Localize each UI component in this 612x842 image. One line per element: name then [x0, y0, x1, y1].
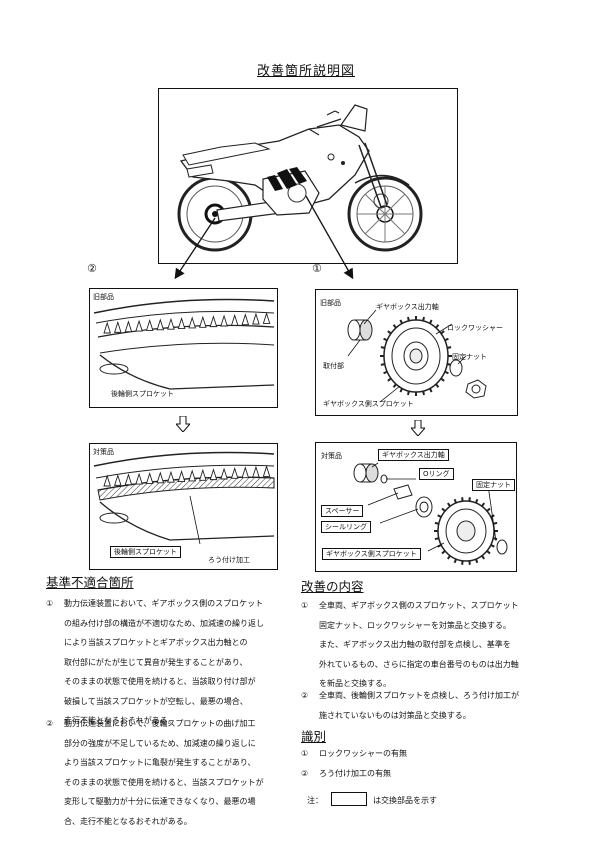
text-line: 動力伝達装置において、後輪スプロケットの曲げ加工 — [64, 719, 256, 728]
item-number: ① — [46, 599, 54, 608]
callout-arrows — [174, 195, 354, 280]
note-prefix: 注： — [307, 796, 323, 805]
text-line: 走行不能となるおそれがある。 — [64, 716, 176, 725]
text-line: ロックワッシャーの有無 — [319, 749, 407, 758]
motorcycle-illustration — [158, 88, 458, 264]
item-number: ② — [301, 691, 309, 700]
old-part-label-right: 旧部品 — [320, 299, 341, 307]
text-line: を新品と交換する。 — [319, 679, 391, 688]
page-title: 改善箇所説明図 — [256, 64, 355, 79]
text-line: より当該スプロケットに亀裂が発生することがあり、 — [64, 758, 256, 767]
brazing-label: ろう付け加工 — [208, 556, 250, 564]
item-number: ② — [46, 719, 54, 728]
item-number: ② — [301, 769, 309, 778]
improvement-item-2: ② 全車両、後輪側スプロケットを点検し、ろう付け加工が 施されていないものは対策… — [301, 686, 563, 726]
text-line: ろう付け加工の有無 — [319, 769, 391, 778]
panel-rear-sprocket-old: 旧部品 後輪側スプロケット — [89, 288, 278, 408]
text-line: 全車両、後輪側スプロケットを点検し、ろう付け加工が — [319, 691, 519, 700]
down-arrow-left — [176, 416, 190, 432]
text-line: の組み付け部の構造が不適切なため、加減速の繰り返し — [64, 618, 264, 628]
text-line: また、ギアボックス出力軸の取付部を点検し、基準を — [319, 640, 511, 649]
nonconformity-heading: 基準不適合箇所 — [46, 575, 134, 590]
label-fixing-nut: 固定ナット — [452, 353, 487, 361]
identification-item-1: ① ロックワッシャーの有無 — [301, 744, 563, 764]
label-seal-ring: シールリング — [321, 521, 371, 533]
label-fixing-nut-new: 固定ナット — [472, 479, 515, 491]
item-number: ① — [301, 601, 309, 610]
marker-1: ① — [312, 262, 322, 275]
text-line: 部分の強度が不足しているため、加減速の繰り返しに — [64, 738, 256, 748]
label-gearbox-output-shaft-new: ギヤボックス出力軸 — [378, 449, 449, 461]
panel-gearbox-sprocket-new: 対策品 ギヤボックス出力軸 Oリング 固定ナット スペーサー シールリング ギヤ… — [315, 442, 517, 572]
text-line: 動力伝達装置において、ギアボックス側のスプロケット — [64, 599, 264, 608]
text-line: そのままの状態で使用を続けると、当該スプロケットが — [64, 777, 264, 787]
rear-sprocket-label: 後輪側スプロケット — [111, 390, 174, 398]
text-line: 変形して駆動力が十分に伝達できなくなり、最悪の場 — [64, 797, 256, 806]
panel-rear-sprocket-new: 対策品 後輪側スプロケット ろう付け加工 — [89, 443, 278, 570]
text-line: 施されていないものは対策品と交換する。 — [319, 710, 471, 720]
text-line: 外れているもの、さらに指定の車台番号のものは出力軸 — [319, 659, 519, 669]
item-number: ① — [301, 749, 309, 758]
label-o-ring: Oリング — [419, 468, 454, 480]
label-spacer: スペーサー — [321, 505, 364, 517]
label-mount: 取付部 — [323, 362, 344, 370]
marker-2: ② — [87, 262, 97, 275]
identification-item-2: ② ろう付け加工の有無 — [301, 764, 563, 784]
label-gearbox-sprocket-new: ギヤボックス側スプロケット — [322, 548, 421, 560]
text-line: 破損して当該スプロケットが空転し、最悪の場合、 — [64, 696, 248, 706]
text-line: 全車両、ギアボックス側のスプロケット、スプロケット — [319, 601, 519, 610]
text-line: により当該スプロケットとギアボックス出力軸との — [64, 638, 248, 647]
note-legend-box — [331, 792, 367, 806]
new-part-label-right: 対策品 — [321, 452, 342, 460]
improvement-heading: 改善の内容 — [301, 579, 364, 594]
text-line: 固定ナット、ロックワッシャーを対策品と交換する。 — [319, 620, 511, 630]
label-lock-washer: ロックワッシャー — [447, 324, 503, 332]
text-line: 合、走行不能となるおそれがある。 — [64, 816, 192, 826]
identification-heading: 識別 — [301, 729, 327, 744]
text-line: 取付部にがたが生じて異音が発生することがあり、 — [64, 657, 248, 667]
note-text: は交換部品を示す — [373, 796, 437, 805]
label-gearbox-sprocket: ギヤボックス側スプロケット — [323, 400, 414, 408]
rear-sprocket-label-new: 後輪側スプロケット — [110, 546, 181, 558]
nonconformity-item-1: ① 動力伝達装置において、ギアボックス側のスプロケット の組み付け部の構造が不適… — [46, 594, 308, 734]
down-arrow-right — [411, 420, 425, 436]
nonconformity-item-2: ② 動力伝達装置において、後輪スプロケットの曲げ加工 部分の強度が不足しているた… — [46, 714, 308, 834]
label-gearbox-output-shaft: ギヤボックス出力軸 — [376, 303, 439, 311]
text-line: そのままの状態で使用を続けると、当該取り付け部が — [64, 677, 256, 686]
new-part-label: 対策品 — [93, 448, 114, 456]
improvement-item-1: ① 全車両、ギアボックス側のスプロケット、スプロケット 固定ナット、ロックワッシ… — [301, 596, 563, 696]
panel-gearbox-sprocket-old: 旧部品 ギヤボックス出力軸 ロックワッシャー 取付部 固定ナット ギヤボックス側… — [315, 289, 518, 416]
old-part-label: 旧部品 — [93, 293, 114, 301]
